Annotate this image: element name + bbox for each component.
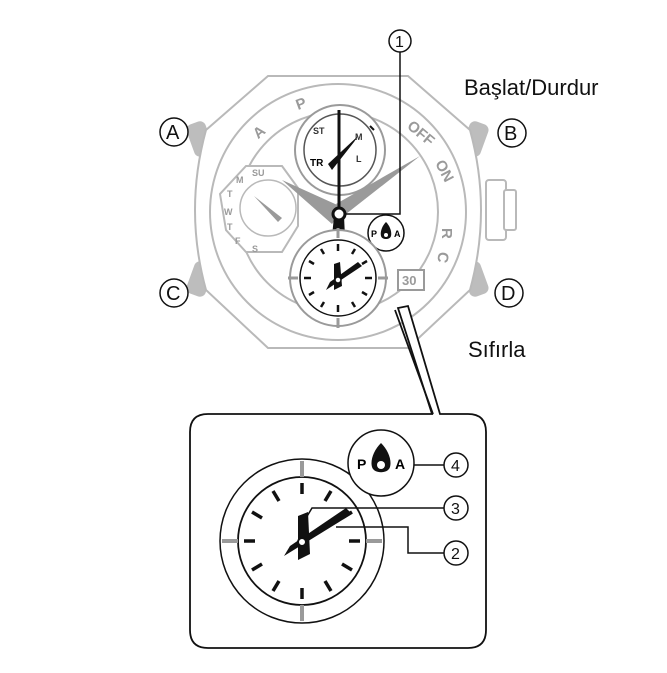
pa-indicator: P A bbox=[367, 214, 405, 252]
mode-st: ST bbox=[313, 126, 325, 136]
callout-2: 2 bbox=[336, 526, 469, 566]
button-d-marker bbox=[494, 278, 524, 308]
enlarged-pa-p: P bbox=[357, 456, 366, 472]
enlarged-pa-a: A bbox=[395, 456, 405, 472]
day-f: F bbox=[235, 236, 241, 246]
date-window: 30 bbox=[397, 269, 425, 291]
enlarged-stopwatch-dial bbox=[219, 458, 385, 624]
mode-m: M bbox=[355, 132, 363, 142]
day-hand bbox=[254, 196, 282, 222]
bezel-c: C bbox=[433, 251, 452, 265]
svg-text:2: 2 bbox=[451, 546, 460, 563]
pa-a-label: A bbox=[394, 229, 401, 239]
pa-p-label: P bbox=[371, 229, 377, 239]
button-a-label: A bbox=[166, 122, 180, 144]
day-of-week-dial: SU M T W T F S bbox=[218, 165, 299, 254]
callout-1: 1 bbox=[346, 29, 412, 215]
day-w: W bbox=[224, 207, 233, 217]
svg-text:3: 3 bbox=[451, 501, 460, 518]
stopwatch-dial bbox=[288, 228, 388, 328]
svg-text:30: 30 bbox=[402, 273, 416, 288]
button-b-label: B bbox=[504, 123, 517, 145]
day-su: SU bbox=[252, 168, 265, 178]
day-t1: T bbox=[227, 189, 233, 199]
button-b-marker bbox=[497, 118, 527, 148]
day-t2: T bbox=[227, 222, 233, 232]
main-hands bbox=[282, 156, 420, 224]
button-d-label: D bbox=[501, 283, 515, 305]
button-labels: A B C D bbox=[159, 117, 527, 308]
enlarged-pa-indicator: P A bbox=[347, 429, 415, 497]
start-stop-label: Başlat/Durdur bbox=[464, 75, 599, 100]
button-c-label: C bbox=[166, 283, 180, 305]
mode-tr: TR bbox=[310, 158, 324, 169]
button-c-marker bbox=[159, 278, 189, 308]
svg-text:1: 1 bbox=[395, 34, 404, 51]
button-a-marker bbox=[159, 117, 189, 147]
callout-3: 3 bbox=[305, 495, 469, 521]
callout-4: 4 bbox=[414, 452, 469, 478]
svg-text:4: 4 bbox=[451, 458, 460, 475]
reset-label: Sıfırla bbox=[468, 337, 526, 362]
day-m: M bbox=[236, 175, 244, 185]
day-s: S bbox=[252, 244, 258, 254]
bezel-r: R bbox=[438, 228, 455, 239]
mode-l: L bbox=[356, 154, 362, 164]
